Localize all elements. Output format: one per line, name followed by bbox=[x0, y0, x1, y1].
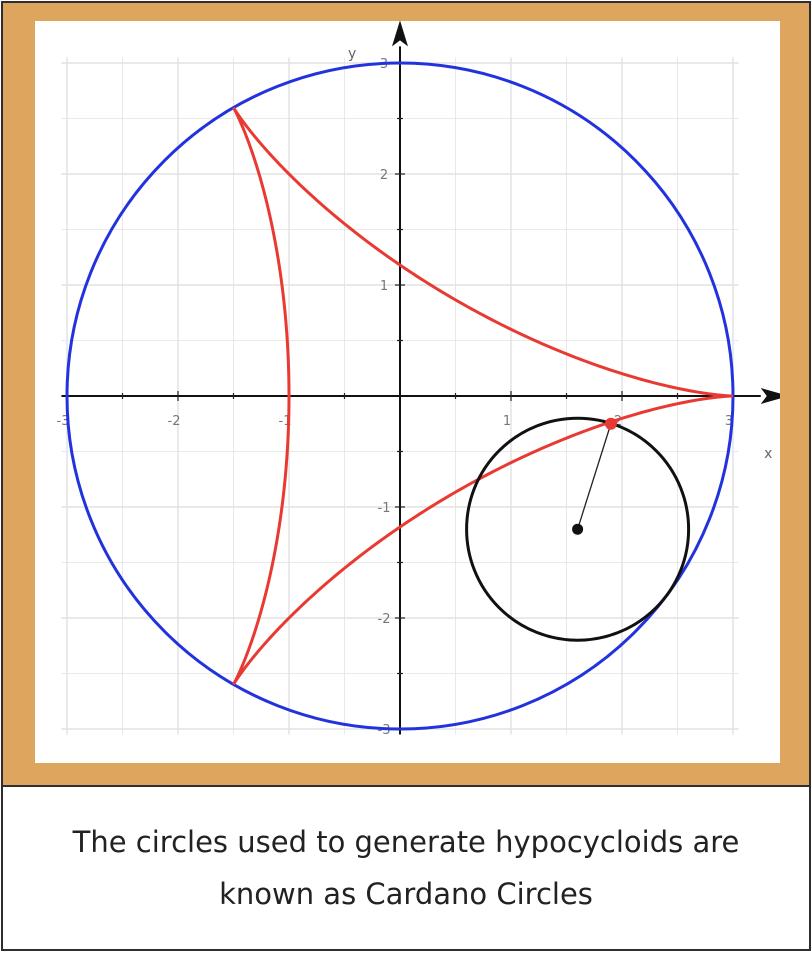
diagram-area: x y -3 -2 -1 1 2 3 3 2 1 -1 -2 -3 bbox=[35, 20, 789, 763]
radius-line bbox=[576, 423, 612, 530]
x-axis-arrow-icon bbox=[760, 388, 789, 404]
divider bbox=[3, 785, 809, 787]
x-tick-label: 2 bbox=[614, 414, 622, 429]
y-axis-label: y bbox=[348, 46, 356, 62]
cardano-circles-diagram: x y -3 -2 -1 1 2 3 3 2 1 -1 -2 -3 bbox=[57, 20, 789, 738]
rolling-circle-center bbox=[572, 523, 584, 535]
y-tick-label: -3 bbox=[378, 723, 391, 738]
tracing-point bbox=[604, 417, 617, 430]
x-axis-label: x bbox=[764, 446, 772, 462]
y-tick-label: 1 bbox=[380, 279, 388, 294]
x-tick-label: 3 bbox=[725, 414, 733, 429]
x-tick-label: 1 bbox=[503, 414, 511, 429]
caption: The circles used to generate hypocycloid… bbox=[3, 787, 809, 949]
axes: x y bbox=[61, 20, 789, 735]
y-tick-label: -1 bbox=[378, 501, 391, 516]
caption-text: The circles used to generate hypocycloid… bbox=[72, 825, 740, 911]
y-axis-arrow-icon bbox=[392, 20, 408, 47]
deltoid-curve bbox=[232, 106, 733, 686]
y-tick-label: 2 bbox=[380, 168, 388, 183]
y-tick-label: -2 bbox=[378, 612, 391, 627]
x-tick-label: -2 bbox=[168, 414, 181, 429]
rolling-circle bbox=[465, 416, 691, 642]
figure-panel: x y -3 -2 -1 1 2 3 3 2 1 -1 -2 -3 bbox=[3, 3, 809, 785]
